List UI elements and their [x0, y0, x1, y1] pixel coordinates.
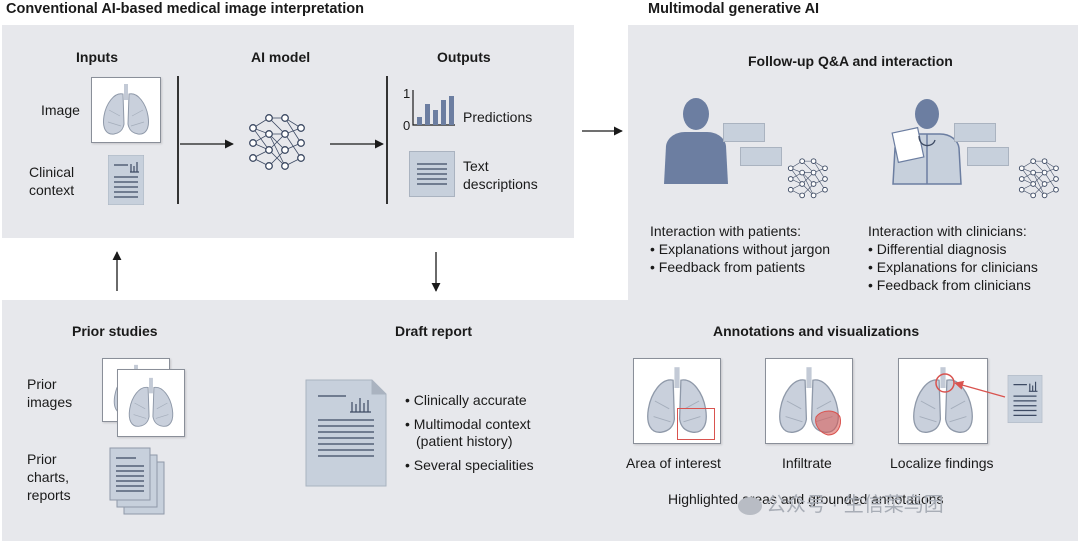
draft-item-multimodal-sub: (patient history) [416, 433, 513, 449]
clinician-figure-icon [891, 99, 962, 185]
patient-speech-bubble-1 [723, 123, 765, 142]
draft-report-heading: Draft report [395, 323, 473, 339]
conventional-title: Conventional AI-based medical image inte… [6, 1, 365, 17]
localize-findings-label: Localize findings [890, 455, 994, 471]
text-doc-icon [409, 151, 455, 197]
annotations-heading: Annotations and visualizations [713, 323, 920, 339]
text-descriptions-line-2: descriptions [463, 176, 538, 192]
followup-heading: Follow-up Q&A and interaction [748, 53, 953, 69]
prior-charts-line-3: reports [27, 487, 71, 503]
lungs-icon [96, 80, 156, 140]
outputs-heading: Outputs [437, 49, 491, 65]
inputs-heading: Inputs [76, 49, 118, 65]
clinicians-item: Differential diagnosis [868, 240, 1038, 258]
text-descriptions-label: Text descriptions [463, 157, 538, 193]
prior-charts-line-1: Prior [27, 451, 57, 467]
prior-images-line-2: images [27, 394, 73, 410]
neural-network-icon [245, 108, 315, 178]
patients-item: Explanations without jargon [650, 240, 830, 258]
patient-ai-network-icon [785, 154, 835, 204]
input-xray [91, 77, 161, 143]
annotation-card-infiltrate [765, 358, 853, 444]
watermark: 公众号 · 生信菜鸟团 [738, 488, 944, 517]
prior-xray-front [117, 369, 185, 437]
draft-report-list: Clinically accurate Multimodal context (… [405, 392, 534, 474]
localize-report-icon [1007, 375, 1043, 423]
ai-model-heading: AI model [251, 49, 311, 65]
clinicians-item: Feedback from clinicians [868, 276, 1038, 294]
prior-images-label: Prior images [27, 375, 72, 411]
lungs-icon [122, 374, 180, 432]
patient-figure-icon [664, 98, 728, 184]
clinical-context-line-1: Clinical [29, 164, 75, 180]
draft-item-specialities: Several specialities [405, 457, 534, 475]
draft-report-doc-icon [305, 379, 387, 487]
prior-charts-line-2: charts, [27, 469, 70, 485]
clinical-context-line-2: context [29, 182, 75, 198]
prior-images-line-1: Prior [27, 376, 57, 392]
wechat-icon [738, 496, 762, 515]
annotations-footer: Highlighted areas and grounded annotatio… [668, 491, 944, 507]
watermark-text: 公众号 · 生信菜鸟团 [766, 494, 944, 516]
prior-studies-heading: Prior studies [72, 323, 158, 339]
patients-item: Feedback from patients [650, 258, 830, 276]
stacked-reports-icon [109, 447, 165, 515]
patient-speech-bubble-2 [740, 147, 782, 166]
infiltrate-label: Infiltrate [782, 455, 832, 471]
annotation-card-area-of-interest [633, 358, 721, 444]
multimodal-title: Multimodal generative AI [648, 1, 820, 17]
area-of-interest-box [677, 408, 715, 440]
clinicians-interaction-list: Differential diagnosis Explanations for … [868, 240, 1038, 294]
draft-item-accurate: Clinically accurate [405, 392, 534, 410]
bar-chart-icon [412, 90, 455, 126]
patients-interaction-title: Interaction with patients: [650, 223, 801, 239]
prediction-axis-top: 1 [403, 86, 411, 101]
divider-model-outputs [386, 76, 388, 204]
clinician-ai-network-icon [1016, 154, 1066, 204]
draft-item-multimodal: Multimodal context [405, 416, 534, 434]
text-descriptions-line-1: Text [463, 158, 489, 174]
predictions-label: Predictions [463, 109, 533, 125]
image-label: Image [41, 102, 80, 118]
divider-inputs-model [177, 76, 179, 204]
patients-interaction-list: Explanations without jargon Feedback fro… [650, 240, 830, 276]
clinician-speech-bubble-1 [954, 123, 996, 142]
area-of-interest-label: Area of interest [626, 455, 721, 471]
prior-charts-label: Prior charts, reports [27, 450, 71, 504]
annotation-card-localize [898, 358, 988, 444]
clinicians-item: Explanations for clinicians [868, 258, 1038, 276]
infiltrate-highlight [815, 410, 841, 436]
clinical-doc-icon [108, 155, 144, 205]
clinicians-interaction-title: Interaction with clinicians: [868, 223, 1027, 239]
clinician-speech-bubble-2 [967, 147, 1009, 166]
localize-circle [935, 373, 955, 393]
prediction-axis-bottom: 0 [403, 118, 411, 133]
clinical-context-label: Clinical context [29, 163, 74, 199]
